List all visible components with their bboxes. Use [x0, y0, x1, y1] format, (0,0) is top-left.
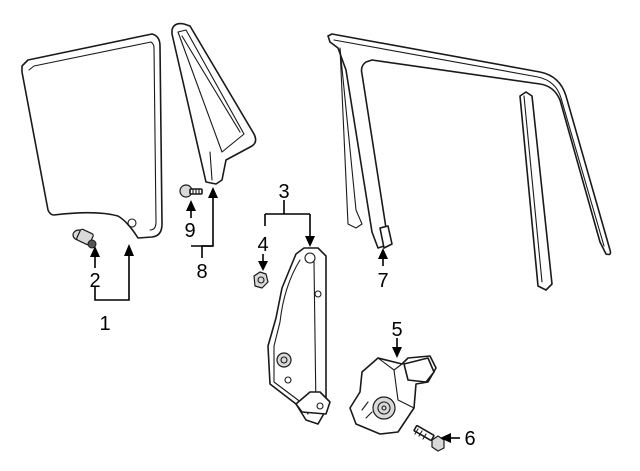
- callout-8: 8: [196, 261, 207, 283]
- callout-4: 4: [257, 234, 268, 256]
- callout-6: 6: [464, 428, 475, 450]
- callout-1: 1: [99, 313, 110, 335]
- door-glass: [21, 33, 163, 239]
- callout-5: 5: [391, 319, 402, 341]
- regulator-motor: [349, 355, 437, 435]
- regulator-nut: [253, 271, 269, 289]
- window-regulator: [267, 247, 331, 425]
- callout-9: 9: [184, 220, 195, 242]
- run-channel: [327, 33, 612, 291]
- callout-3: 3: [278, 181, 289, 203]
- callout-2: 2: [89, 270, 100, 292]
- leader-lines: [90, 187, 460, 443]
- callout-7: 7: [377, 270, 388, 292]
- quarter-glass: [171, 22, 257, 185]
- glass-clip: [72, 228, 97, 249]
- callout-labels: 1 2 3 4 5 6 7 8 9: [89, 181, 475, 450]
- quarter-glass-screw: [179, 184, 203, 198]
- motor-bolt: [413, 424, 445, 452]
